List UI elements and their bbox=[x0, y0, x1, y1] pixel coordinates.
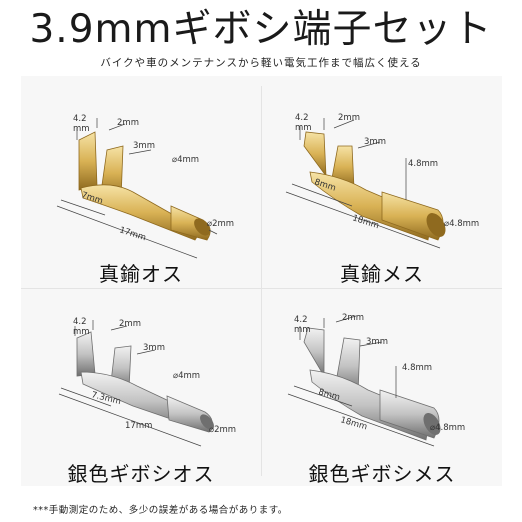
product-card-silver-male: 4.2 mm 2mm 3mm ⌀4mm 7.3mm 17mm ⌀2mm 銀色ギボ… bbox=[21, 290, 261, 495]
dim-label-width-unit: mm bbox=[294, 325, 311, 335]
dim-label-tab: 2mm bbox=[342, 313, 364, 323]
page-subtitle: バイクや車のメンテナンスから軽い電気工作まで幅広く使える bbox=[100, 57, 422, 69]
brass-female-terminal-diagram: 4.2 mm 2mm 3mm 4.8mm 8mm 18mm ⌀4.8mm bbox=[285, 113, 479, 249]
product-name: 真鍮メス bbox=[340, 262, 424, 286]
dimension-lines bbox=[56, 118, 218, 259]
dim-label-crimp: 3mm bbox=[133, 141, 155, 151]
brass-male-terminal-diagram: 4.2 mm 2mm 3mm ⌀4mm 7mm 17mm ⌀2mm bbox=[56, 114, 234, 259]
dim-label-crimp: 3mm bbox=[143, 343, 165, 353]
product-card-silver-female: 4.2 mm 2mm 3mm 4.8mm 8mm 18mm ⌀4.8mm 銀色ギ… bbox=[262, 290, 502, 495]
dim-label-width: 4.2 bbox=[295, 113, 309, 123]
dim-label-width-unit: mm bbox=[295, 123, 312, 133]
dim-label-crimp: 3mm bbox=[364, 137, 386, 147]
dim-label-tip: ⌀2mm bbox=[209, 425, 236, 435]
dim-label-length: 17mm bbox=[125, 421, 152, 431]
terminal-shape bbox=[76, 331, 214, 433]
dim-label-width: 4.2 bbox=[73, 114, 87, 124]
dim-label-tab: 2mm bbox=[117, 118, 139, 128]
footnote: ***手動測定のため、多少の誤差がある場合があります。 bbox=[33, 505, 288, 516]
terminal-shape bbox=[303, 131, 446, 241]
product-card-brass-male: 4.2 mm 2mm 3mm ⌀4mm 7mm 17mm ⌀2mm 真鍮オス bbox=[21, 80, 261, 286]
product-name: 銀色ギボシオス bbox=[67, 462, 215, 486]
dimension-lines bbox=[285, 118, 441, 249]
product-name: 銀色ギボシメス bbox=[308, 462, 456, 486]
product-card-brass-female: 4.2 mm 2mm 3mm 4.8mm 8mm 18mm ⌀4.8mm 真鍮メ… bbox=[262, 80, 502, 286]
dim-label-tip: ⌀4.8mm bbox=[430, 423, 465, 433]
dim-label-width: 4.2 bbox=[294, 315, 308, 325]
dim-label-width: 4.2 bbox=[73, 317, 87, 327]
terminal-shape bbox=[78, 131, 211, 241]
dim-label-width-unit: mm bbox=[73, 124, 90, 134]
dimension-lines bbox=[287, 315, 435, 447]
silver-female-terminal-diagram: 4.2 mm 2mm 3mm 4.8mm 8mm 18mm ⌀4.8mm bbox=[287, 313, 465, 447]
silver-male-terminal-diagram: 4.2 mm 2mm 3mm ⌀4mm 7.3mm 17mm ⌀2mm bbox=[58, 317, 236, 447]
dim-label-tip: ⌀4.8mm bbox=[444, 219, 479, 229]
dim-label-length: 18mm bbox=[339, 415, 368, 432]
terminal-shape bbox=[303, 327, 441, 441]
dim-label-diameter: ⌀4mm bbox=[173, 371, 200, 381]
dim-label-width-unit: mm bbox=[73, 327, 90, 337]
dim-label-diameter: 4.8mm bbox=[402, 363, 432, 373]
dim-label-length: 17mm bbox=[118, 225, 147, 243]
divider-vertical bbox=[261, 86, 262, 476]
dimension-lines bbox=[58, 320, 202, 447]
product-name: 真鍮オス bbox=[99, 262, 183, 286]
dim-label-tip: ⌀2mm bbox=[207, 219, 234, 229]
dim-label-tab: 2mm bbox=[119, 319, 141, 329]
dim-label-tab: 2mm bbox=[338, 113, 360, 123]
dim-label-diameter: 4.8mm bbox=[408, 159, 438, 169]
dim-label-diameter: ⌀4mm bbox=[172, 155, 199, 165]
page-title: 3.9mmギボシ端子セット bbox=[29, 7, 493, 52]
dim-label-crimp: 3mm bbox=[366, 337, 388, 347]
